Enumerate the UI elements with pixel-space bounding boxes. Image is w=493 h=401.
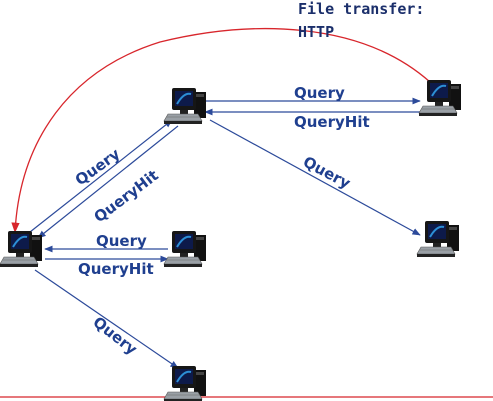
peer-middle bbox=[163, 230, 207, 268]
arrow-queryhit-diagonal bbox=[37, 125, 179, 239]
file-transfer-protocol: HTTP bbox=[298, 23, 334, 41]
peer-top-center bbox=[163, 87, 207, 125]
arrow-query-right bbox=[209, 119, 421, 236]
peer-left bbox=[0, 230, 43, 268]
computer-icon bbox=[163, 365, 207, 401]
label-middle-queryhit: QueryHit bbox=[78, 260, 154, 278]
peer-bottom bbox=[163, 365, 207, 401]
computer-icon bbox=[163, 230, 207, 268]
computer-icon bbox=[418, 79, 462, 117]
peer-right bbox=[416, 220, 460, 258]
file-transfer-title: File transfer: bbox=[298, 0, 424, 18]
computer-icon bbox=[0, 230, 43, 268]
arrow-query-diagonal bbox=[29, 119, 173, 233]
computer-icon bbox=[163, 87, 207, 125]
http-transfer-arrow bbox=[11, 28, 431, 234]
label-middle-query: Query bbox=[96, 232, 147, 250]
arrow-query-bottom bbox=[34, 269, 179, 369]
label-right-query: Query bbox=[300, 153, 353, 193]
label-bottom-query: Query bbox=[90, 313, 141, 359]
peer-top-right bbox=[418, 79, 462, 117]
label-diagonal-query: Query bbox=[72, 145, 124, 190]
computer-icon bbox=[416, 220, 460, 258]
label-top-query: Query bbox=[294, 84, 345, 102]
label-top-queryhit: QueryHit bbox=[294, 113, 370, 131]
